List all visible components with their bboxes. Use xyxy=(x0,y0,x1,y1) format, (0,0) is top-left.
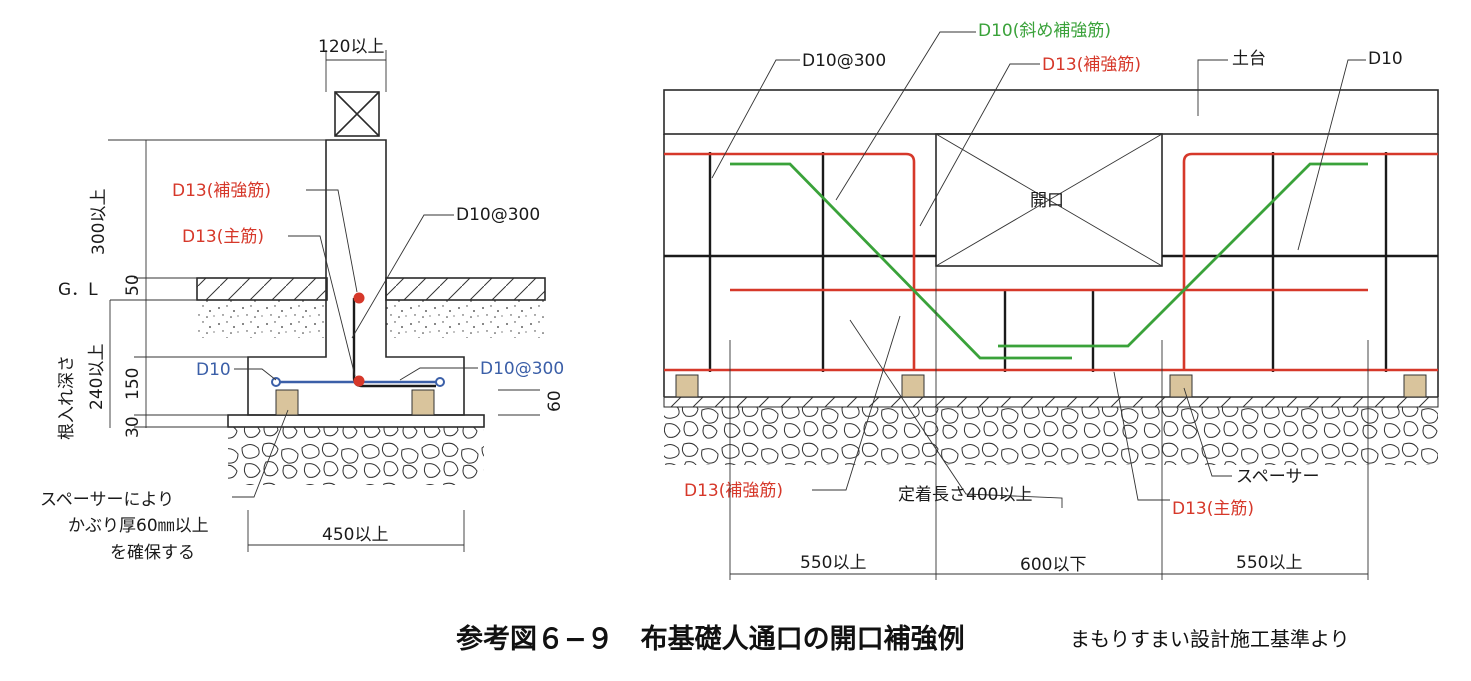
opening-label: 開口 xyxy=(1030,191,1064,211)
shukin-label: D13(主筋) xyxy=(182,227,264,247)
d10-300-label: D10@300 xyxy=(802,51,886,71)
dim-right-label: 550以上 xyxy=(1236,553,1302,573)
gl-label: G．L xyxy=(58,280,98,300)
dim-150-label: 150 xyxy=(123,368,143,400)
d10-300-lower-label: D10@300 xyxy=(480,359,564,379)
caption-title: 参考図６−９ 布基礎人通口の開口補強例 xyxy=(456,623,965,655)
hoshou-label: D13(補強筋) xyxy=(172,181,271,201)
diagonal-label: D10(斜め補強筋) xyxy=(978,21,1111,41)
dim-mid-label: 600以下 xyxy=(1020,555,1086,575)
dim-left-label: 550以上 xyxy=(800,553,866,573)
caption-source: まもりすまい設計施工基準より xyxy=(1070,627,1350,651)
hoshou-top-label: D13(補強筋) xyxy=(1042,55,1141,75)
teichaku-label: 定着長さ400以上 xyxy=(898,485,1032,505)
section-view: 120以上 D13(補強筋) D13(主筋) xyxy=(40,37,565,563)
elevation-view: 開口 D10@300 D10(斜め補強筋) D13( xyxy=(663,21,1439,580)
dim-50-label: 50 xyxy=(123,274,143,296)
note-line-1: スペーサーにより xyxy=(40,490,174,510)
nehire-label-1: 根入れ深さ xyxy=(57,355,77,440)
top-width-label: 120以上 xyxy=(318,37,384,57)
shukin-label: D13(主筋) xyxy=(1172,499,1254,519)
d10-300-upper-label: D10@300 xyxy=(456,205,540,225)
d10-label: D10 xyxy=(196,360,231,380)
base-width-label: 450以上 xyxy=(322,525,388,545)
dim-30-label: 30 xyxy=(123,416,143,438)
dim-60-label: 60 xyxy=(545,390,565,412)
d10-label: D10 xyxy=(1368,49,1403,69)
hoshou-bottom-label: D13(補強筋) xyxy=(684,481,783,501)
spacer-label: スペーサー xyxy=(1236,467,1319,487)
note-line-2: かぶり厚60㎜以上 xyxy=(68,516,209,536)
nehire-label-2: 240以上 xyxy=(87,344,107,410)
note-line-3: を確保する xyxy=(110,543,195,563)
dodai-label: 土台 xyxy=(1232,49,1266,69)
dim-300-label: 300以上 xyxy=(89,189,109,255)
